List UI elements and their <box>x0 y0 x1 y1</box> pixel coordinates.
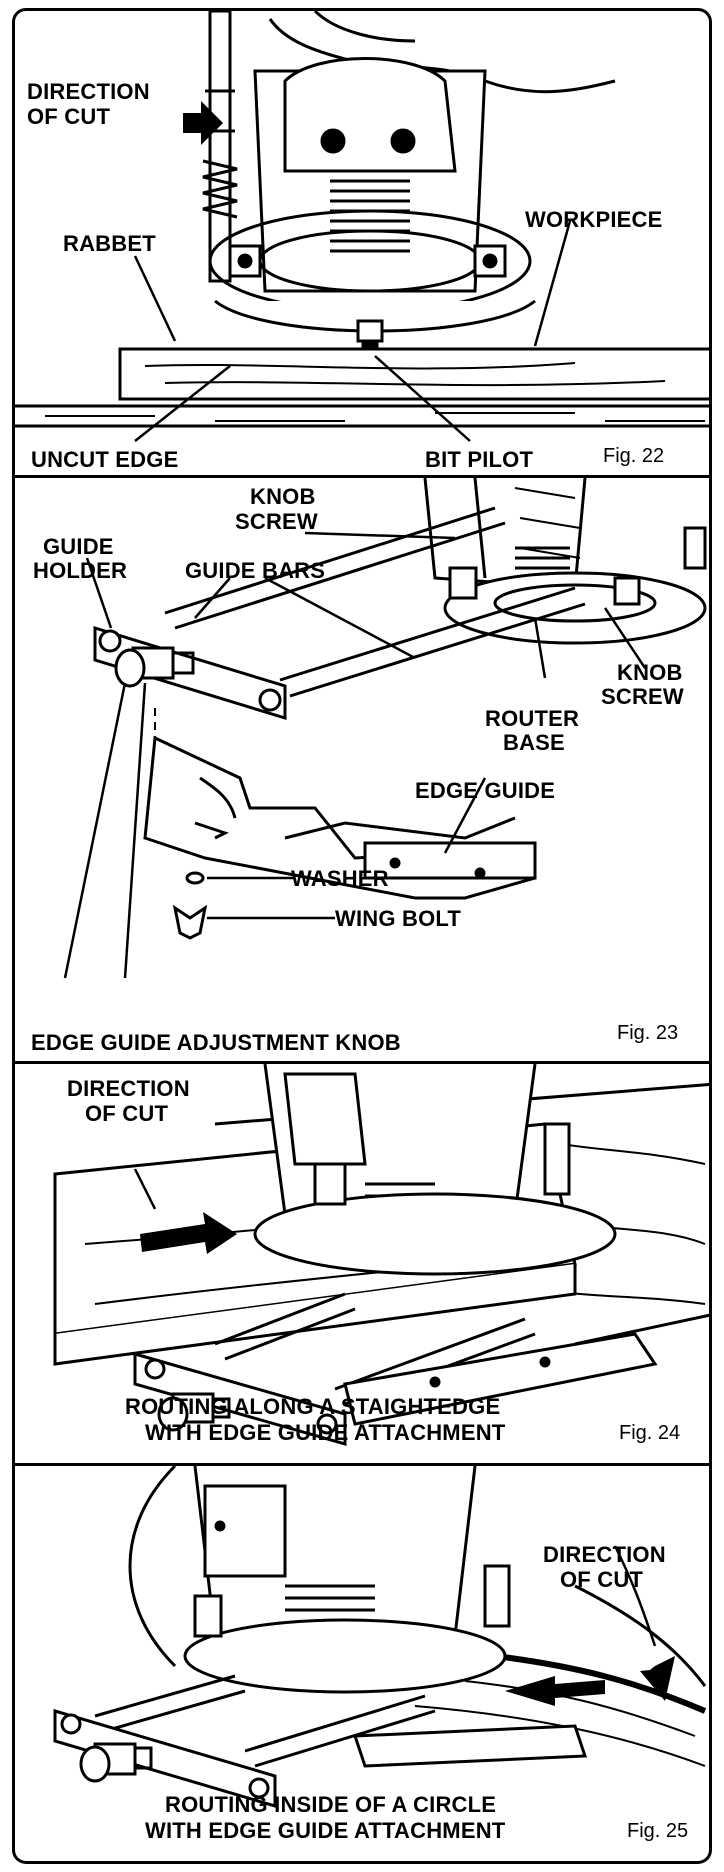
figure-24-number: Fig. 24 <box>619 1422 681 1444</box>
figure-22-number: Fig. 22 <box>603 445 665 467</box>
label-direction-of-cut-line2: OF CUT <box>560 1567 644 1592</box>
label-bit-pilot: BIT PILOT <box>425 447 534 472</box>
label-knob-screw-right-line2: SCREW <box>601 684 684 709</box>
label-router-base-line1: ROUTER <box>485 706 580 731</box>
figure-25-number: Fig. 25 <box>627 1820 689 1842</box>
label-knob-screw-right-line1: KNOB <box>617 660 683 685</box>
label-workpiece: WORKPIECE <box>525 207 663 232</box>
figure-25-panel: DIRECTION OF CUT ROUTING INSIDE OF A CIR… <box>12 1466 712 1864</box>
label-wing-bolt: WING BOLT <box>335 906 462 931</box>
label-uncut-edge: UNCUT EDGE <box>31 447 179 472</box>
caption-line1: ROUTING INSIDE OF A CIRCLE <box>165 1792 497 1817</box>
figure-24-panel: DIRECTION OF CUT ROUTING ALONG A STAIGHT… <box>12 1064 712 1466</box>
label-edge-guide: EDGE GUIDE <box>415 778 556 803</box>
label-washer: WASHER <box>291 866 389 891</box>
label-guide-holder-line2: HOLDER <box>33 558 128 583</box>
direction-arrow-icon <box>140 1212 237 1254</box>
caption-line2: WITH EDGE GUIDE ATTACHMENT <box>145 1420 506 1445</box>
caption-line2: WITH EDGE GUIDE ATTACHMENT <box>145 1818 506 1843</box>
figure-22-illustration <box>15 11 709 442</box>
label-direction-of-cut-line1: DIRECTION <box>543 1542 666 1567</box>
figure-24-illustration <box>53 1064 709 1446</box>
label-edge-guide-adjustment-knob: EDGE GUIDE ADJUSTMENT KNOB <box>31 1030 401 1055</box>
figure-22-panel: DIRECTION OF CUT RABBET WORKPIECE UNCUT … <box>12 8 712 478</box>
figure-25-illustration <box>53 1466 707 1809</box>
direction-arrow-icon <box>640 1656 675 1701</box>
label-knob-screw-top-line2: SCREW <box>235 509 318 534</box>
label-router-base-line2: BASE <box>503 730 565 755</box>
label-direction-of-cut-line2: OF CUT <box>85 1101 169 1126</box>
figure-23-panel: KNOB SCREW GUIDE HOLDER GUIDE BARS KNOB … <box>12 478 712 1064</box>
direction-arrow-icon <box>183 101 223 145</box>
direction-arrow-icon <box>505 1676 605 1706</box>
label-knob-screw-top-line1: KNOB <box>250 484 316 509</box>
label-guide-bars: GUIDE BARS <box>185 558 326 583</box>
label-rabbet: RABBET <box>63 231 156 256</box>
caption-line1: ROUTING ALONG A STAIGHTEDGE <box>125 1394 501 1419</box>
label-guide-holder-line1: GUIDE <box>43 534 114 559</box>
label-direction-of-cut-line1: DIRECTION <box>67 1076 190 1101</box>
label-direction-of-cut-line2: OF CUT <box>27 104 111 129</box>
figure-23-number: Fig. 23 <box>617 1022 679 1044</box>
label-direction-of-cut-line1: DIRECTION <box>27 79 150 104</box>
figure-23-illustration <box>63 478 707 979</box>
